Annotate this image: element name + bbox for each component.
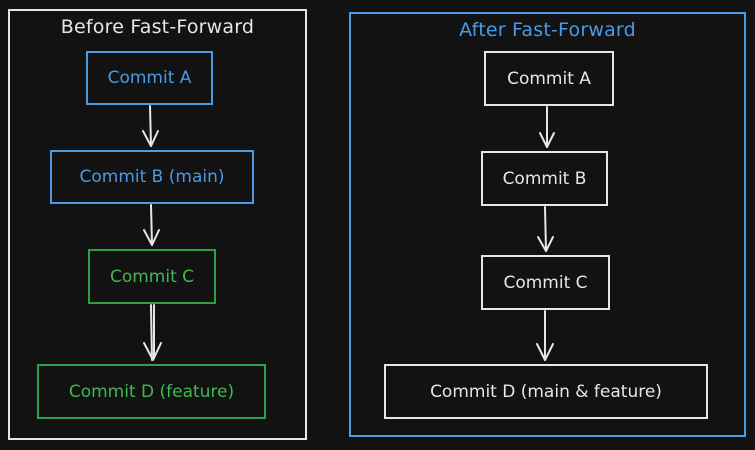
before-commit-a: Commit A xyxy=(86,51,213,105)
after-panel-title: After Fast-Forward xyxy=(459,19,636,41)
before-panel-title: Before Fast-Forward xyxy=(60,16,255,38)
after-commit-d: Commit D (main & feature) xyxy=(384,364,708,419)
before-commit-c: Commit C xyxy=(88,249,216,304)
after-commit-b: Commit B xyxy=(481,151,608,206)
after-commit-c: Commit C xyxy=(481,255,610,310)
after-commit-a: Commit A xyxy=(484,51,614,106)
before-fast-forward-panel: Before Fast-Forward xyxy=(8,9,307,440)
before-commit-b: Commit B (main) xyxy=(50,150,254,204)
after-fast-forward-panel: After Fast-Forward xyxy=(349,12,746,437)
before-commit-d: Commit D (feature) xyxy=(37,364,266,419)
